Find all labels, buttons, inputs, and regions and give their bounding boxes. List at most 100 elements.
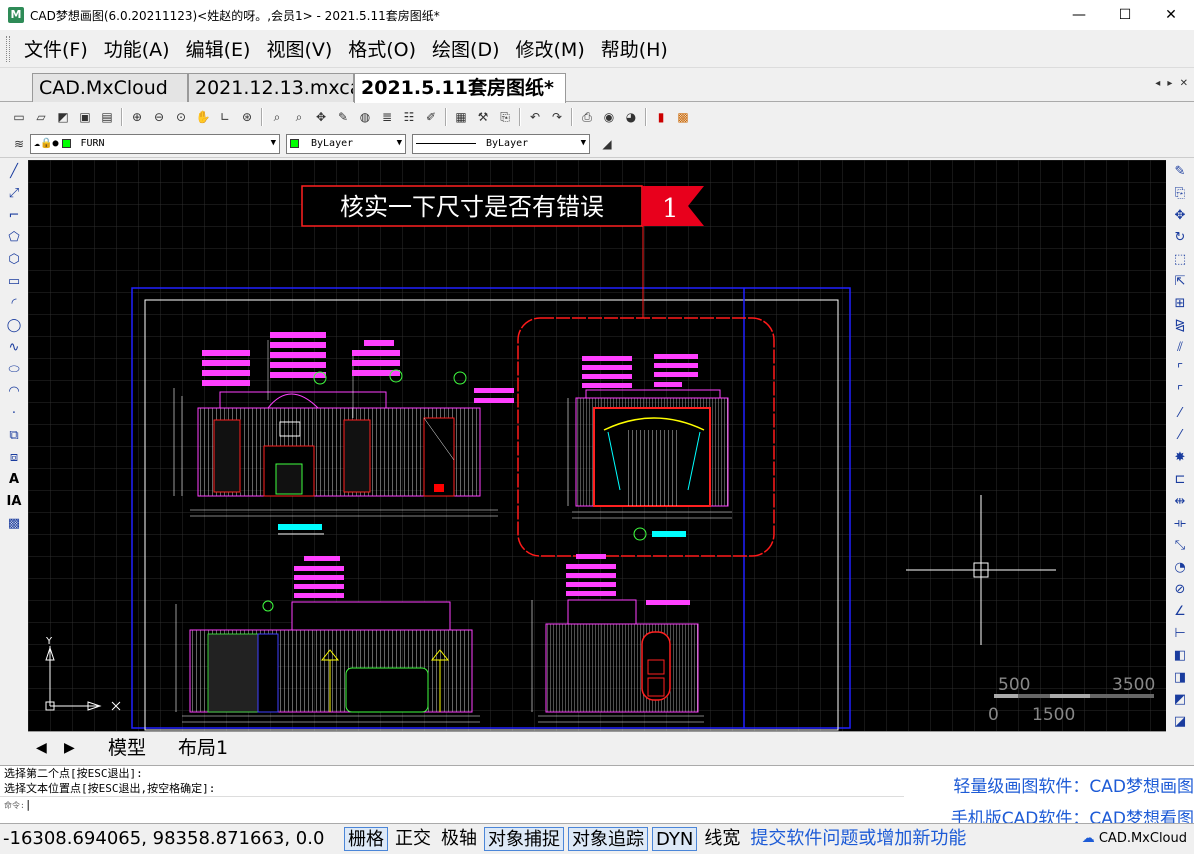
color-combo[interactable]: ByLayer ▼ (286, 133, 406, 154)
array-icon[interactable]: ⊞ (1174, 296, 1186, 311)
mtext-icon[interactable]: ⅠA (6, 494, 22, 509)
brush-icon[interactable]: ✐ (425, 110, 437, 124)
dim-angle-icon[interactable]: ∠ (1174, 604, 1186, 619)
layer-on-icon[interactable]: ◪ (1173, 714, 1187, 729)
mirror-icon[interactable]: ⧎ (1174, 318, 1186, 333)
layer-manager-icon[interactable]: ≋ (13, 136, 25, 151)
line-icon[interactable]: ╱ (10, 164, 18, 179)
scale-icon[interactable]: ⬚ (1173, 252, 1187, 267)
insert-block-icon[interactable]: ⧉ (9, 428, 19, 443)
layer-off-icon[interactable]: ◩ (1173, 692, 1187, 707)
menu-edit[interactable]: 编辑(E) (185, 39, 251, 61)
tab-2021-12-13[interactable]: 2021.12.13.mxcad (188, 73, 354, 102)
menu-view[interactable]: 视图(V) (266, 39, 333, 61)
print-icon[interactable]: ⎙ (582, 109, 592, 124)
globe-icon[interactable]: ◉ (603, 110, 615, 124)
drawing-canvas[interactable]: 核实一下尺寸是否有错误 1 500 3500 0 1500 Y (28, 160, 1166, 731)
menu-file[interactable]: 文件(F) (24, 39, 88, 61)
dim-radius-icon[interactable]: ◔ (1174, 560, 1186, 575)
offset-icon[interactable]: ⫽ (1177, 340, 1183, 355)
trim-icon[interactable]: ⁄ (1178, 406, 1182, 421)
menu-draw[interactable]: 绘图(D) (432, 39, 500, 61)
layer-iso-icon[interactable]: ◨ (1173, 670, 1187, 685)
toggle-osnap[interactable]: 对象捕捉 (484, 827, 564, 851)
tab-model[interactable]: 模型 (108, 737, 147, 759)
linetype-combo[interactable]: ByLayer ▼ (412, 133, 590, 154)
feedback-link[interactable]: 提交软件问题或增加新功能 (750, 828, 967, 849)
spline-icon[interactable]: ∿ (8, 340, 20, 355)
toggle-otrack[interactable]: 对象追踪 (568, 827, 648, 851)
break-icon[interactable]: ⊏ (1174, 472, 1186, 487)
paint-icon[interactable]: ◍ (359, 110, 371, 124)
grid-icon[interactable]: ▦ (455, 110, 467, 124)
layer-combo[interactable]: ☁🔒● FURN ▼ (30, 133, 280, 154)
cloud-icon[interactable]: ◕ (625, 110, 637, 124)
xline-icon[interactable]: ⤢ (8, 186, 20, 201)
point-icon[interactable]: · (11, 406, 17, 421)
tab-next-icon[interactable]: ▶ (64, 740, 75, 756)
arc-icon[interactable]: ◜ (11, 296, 17, 311)
move-icon[interactable]: ✥ (1174, 208, 1186, 223)
open-folder-icon[interactable]: ◩ (57, 110, 69, 124)
polygon2-icon[interactable]: ⬡ (8, 252, 20, 267)
promo-link-1[interactable]: 轻量级画图软件：CAD梦想画图 (953, 777, 1194, 797)
dim-aligned-icon[interactable]: ⤡ (1174, 538, 1186, 553)
menu-modify[interactable]: 修改(M) (515, 39, 585, 61)
open-file-icon[interactable]: ▱ (36, 110, 46, 124)
dim-linear-icon[interactable]: ⟛ (1174, 516, 1186, 531)
copy-icon[interactable]: ⎘ (500, 109, 510, 124)
tab-2021-5-11[interactable]: 2021.5.11套房图纸* (354, 73, 566, 103)
close-button[interactable]: ✕ (1165, 7, 1177, 23)
tab-layout1[interactable]: 布局1 (178, 737, 229, 759)
circle-icon[interactable]: ◯ (6, 318, 22, 333)
ellipse-icon[interactable]: ⬭ (8, 362, 20, 377)
toggle-ortho[interactable]: 正交 (395, 828, 431, 849)
undo-icon[interactable]: ↶ (529, 110, 541, 124)
maximize-button[interactable]: ☐ (1118, 7, 1132, 23)
ellipse-arc-icon[interactable]: ◠ (8, 384, 20, 399)
tab-scroll-controls[interactable]: ◂ ▸ ✕ (1155, 78, 1190, 89)
save-icon[interactable]: ▣ (79, 110, 91, 124)
menu-grip[interactable] (6, 35, 10, 62)
toggle-lineweight[interactable]: 线宽 (704, 828, 741, 849)
menu-format[interactable]: 格式(O) (348, 39, 417, 61)
zoom-window-icon[interactable]: ⊙ (175, 110, 187, 124)
zoom-realtime-icon[interactable]: ⌕ (273, 109, 281, 124)
toggle-grid[interactable]: 栅格 (344, 827, 388, 851)
dim-diameter-icon[interactable]: ⊘ (1174, 582, 1186, 597)
make-block-icon[interactable]: ⧈ (9, 450, 19, 465)
ucs-icon[interactable]: ∟ (219, 110, 231, 124)
polyline-icon[interactable]: ⌐ (8, 208, 20, 223)
zoom-in-icon[interactable]: ⊕ (131, 110, 143, 124)
pencil-icon[interactable]: ✎ (337, 110, 349, 124)
save-as-icon[interactable]: ▤ (101, 110, 113, 124)
text-icon[interactable]: A (8, 472, 20, 487)
minimize-button[interactable]: — (1072, 7, 1086, 23)
menu-help[interactable]: 帮助(H) (600, 39, 668, 61)
hatch-icon[interactable]: ▩ (7, 516, 21, 531)
layers-icon[interactable]: ≣ (381, 110, 393, 124)
join-icon[interactable]: ⇹ (1174, 494, 1186, 509)
layer-prev-icon[interactable]: ◧ (1173, 648, 1187, 663)
menu-function[interactable]: 功能(A) (103, 39, 170, 61)
move-view-icon[interactable]: ✥ (315, 110, 327, 124)
match-properties-icon[interactable]: ⚒ (477, 110, 489, 124)
polygon-icon[interactable]: ⬠ (8, 230, 20, 245)
zoom-extents-icon[interactable]: ⊛ (241, 110, 253, 124)
explode-icon[interactable]: ✸ (1174, 450, 1186, 465)
command-input[interactable]: 命令:| (0, 796, 904, 811)
lineweight-icon[interactable]: ◢ (602, 136, 612, 151)
zoom-all-icon[interactable]: ⌕ (295, 109, 303, 124)
tab-prev-icon[interactable]: ◀ (36, 740, 47, 756)
rectangle-icon[interactable]: ▭ (7, 274, 21, 289)
extend-icon[interactable]: ⁄ (1178, 428, 1182, 443)
pan-icon[interactable]: ✋ (195, 110, 211, 124)
fillet-icon[interactable]: ⌜ (1176, 362, 1184, 377)
image-export-icon[interactable]: ▩ (677, 110, 689, 124)
dim-ordinate-icon[interactable]: ⊢ (1174, 626, 1186, 641)
stretch-icon[interactable]: ⇱ (1174, 274, 1186, 289)
toggle-dyn[interactable]: DYN (652, 827, 698, 851)
copy-object-icon[interactable]: ⎘ (1174, 186, 1186, 201)
new-file-icon[interactable]: ▭ (13, 110, 25, 124)
pdf-icon[interactable]: ▮ (657, 110, 665, 124)
